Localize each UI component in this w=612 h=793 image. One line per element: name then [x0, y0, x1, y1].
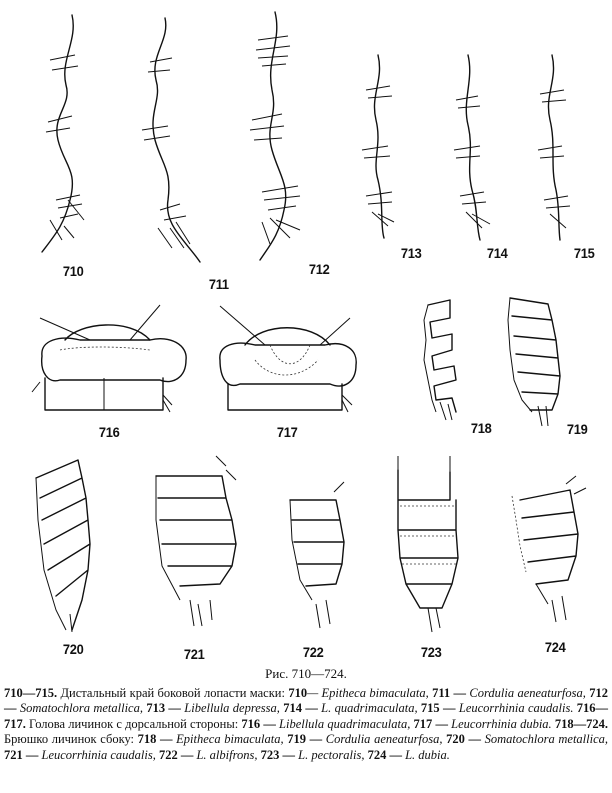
caption-num-722: 722 — — [155, 747, 197, 762]
drawing-711 — [141, 17, 201, 263]
label-718: 718 — [470, 420, 492, 436]
drawing-724 — [511, 475, 587, 623]
label-710: 710 — [62, 263, 84, 279]
caption-name-710: — Epitheca bimaculata, — [307, 686, 429, 700]
caption-name-719: Cordulia aeneaturfosa, — [325, 732, 443, 747]
caption-name-718: Epitheca bimaculata, — [176, 732, 284, 747]
caption-num-721: 721 — — [4, 747, 42, 762]
drawing-713 — [361, 54, 395, 239]
label-724: 724 — [544, 639, 566, 655]
caption-name-714: L. quadrimaculata, — [321, 701, 418, 716]
caption-name-713: Libellula depressa, — [184, 701, 280, 716]
label-717: 717 — [276, 424, 298, 440]
caption-num-723: 723 — — [257, 747, 299, 762]
label-713: 713 — [400, 245, 422, 261]
caption-num-714: 714 — — [279, 701, 322, 716]
label-715: 715 — [573, 245, 595, 261]
caption-text-head: Голова личинок с дорсальной стороны: — [25, 716, 242, 731]
caption-name-712: Somatochlora metallica, — [19, 701, 143, 716]
label-720: 720 — [62, 641, 84, 657]
caption-name-723: L. pectoralis, — [298, 747, 365, 762]
caption-num-711: 711 — — [428, 686, 470, 700]
figure-title: Рис. 710—724. — [265, 666, 347, 681]
caption-name-711: Cordulia aeneaturfosa, — [469, 686, 586, 700]
caption-num-719: 719 — — [283, 732, 326, 747]
label-723: 723 — [420, 644, 442, 660]
figure-caption: 710—715. Дистальный край боковой лопасти… — [4, 686, 608, 763]
drawing-712 — [249, 11, 301, 261]
caption-num-710: 710 — [288, 686, 308, 700]
caption-name-715: Leucorrhinia caudalis. — [458, 701, 574, 716]
drawing-722 — [289, 481, 345, 629]
caption-num-712: 712 — — [4, 686, 608, 716]
label-721: 721 — [183, 646, 205, 662]
caption-num-720: 720 — — [442, 732, 485, 747]
drawing-723 — [397, 456, 459, 633]
label-716: 716 — [98, 424, 120, 440]
drawing-718 — [423, 299, 457, 421]
drawing-715 — [537, 54, 571, 241]
figure-plate: 710 711 712 713 714 715 716 717 718 719 … — [31, 11, 595, 662]
drawing-716 — [31, 304, 187, 413]
caption-range-716-717: 716—717. — [4, 701, 609, 731]
caption-range-718-724: 718—724. — [551, 716, 608, 731]
caption-name-717: Leucorrhinia dubia. — [451, 716, 552, 731]
caption-name-724: L. dubia. — [405, 747, 450, 762]
drawing-710 — [41, 14, 85, 253]
drawing-714 — [453, 54, 491, 241]
caption-name-722: L. albifrons, — [196, 747, 258, 762]
caption-num-718: 718 — — [137, 732, 177, 747]
caption-name-721: Leucorrhinia caudalis, — [41, 747, 156, 762]
caption-text-margin: Дистальный край боковой лопасти маски: — [57, 686, 289, 700]
caption-name-720: Somatochlora metallica, — [484, 732, 609, 747]
label-711: 711 — [208, 276, 229, 292]
caption-num-715: 715 — — [417, 701, 459, 716]
label-719: 719 — [566, 421, 588, 437]
drawing-721 — [155, 455, 237, 627]
caption-num-717: 717 — — [410, 716, 452, 731]
drawing-720 — [35, 459, 91, 633]
caption-num-724: 724 — — [364, 747, 406, 762]
drawing-717 — [219, 305, 357, 413]
caption-num-716: 716 — — [241, 716, 280, 731]
label-712: 712 — [308, 261, 330, 277]
label-722: 722 — [302, 644, 324, 660]
caption-range-710-715: 710—715. — [4, 686, 58, 700]
drawing-719 — [507, 297, 561, 427]
caption-num-713: 713 — — [142, 701, 185, 716]
caption-text-abdomen: Брюшко личинок сбоку: — [4, 732, 138, 747]
caption-name-716: Libellula quadrimaculata, — [279, 716, 411, 731]
label-714: 714 — [486, 245, 508, 261]
drawings-svg — [31, 11, 587, 633]
